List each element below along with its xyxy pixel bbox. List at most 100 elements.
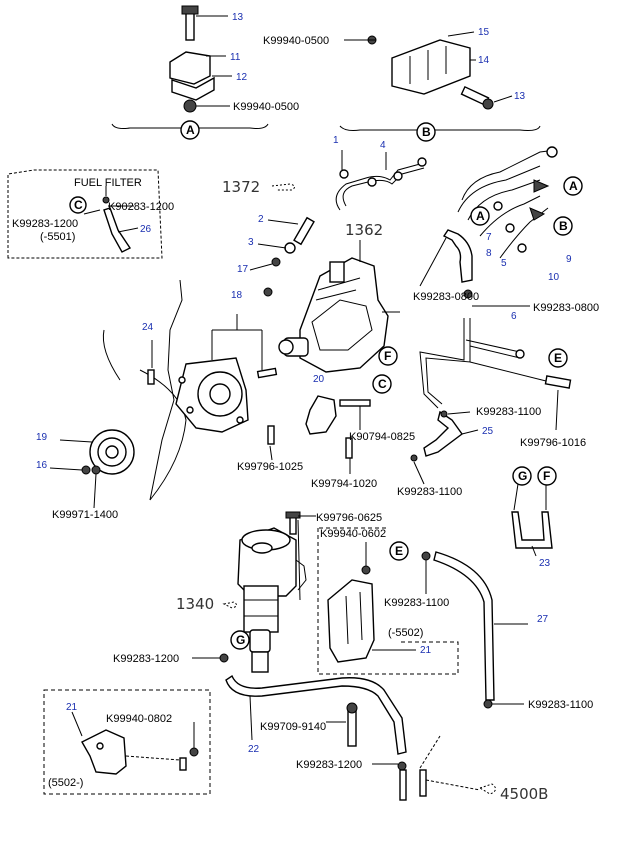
part-number-k99283-0800-b: K99283-0800 bbox=[533, 302, 599, 314]
part-number-k99940-0500: K99940-0500 bbox=[233, 101, 299, 113]
callout-1: 1 bbox=[333, 135, 339, 146]
callout-21b: 21 bbox=[66, 702, 78, 713]
part-number-k99794-1020: K99794-1020 bbox=[311, 478, 377, 490]
ref-1362: 1362 bbox=[345, 221, 383, 239]
callout-4: 4 bbox=[380, 140, 386, 151]
part-number-k99971-1400: K99971-1400 bbox=[52, 509, 118, 521]
pump-bracket-and-plate bbox=[49, 279, 278, 509]
callout-18: 18 bbox=[231, 290, 243, 301]
part-number-k99283-1200-a: K99283-1200 bbox=[113, 653, 179, 665]
callout-12: 12 bbox=[236, 72, 248, 83]
view-letter-c2: C bbox=[378, 377, 387, 391]
view-letter-g2: G bbox=[236, 633, 245, 647]
callout-21a: 21 bbox=[420, 645, 432, 656]
fuel-filter-detail-box bbox=[7, 169, 163, 259]
view-marker-g bbox=[512, 466, 532, 486]
view-marker-a bbox=[180, 120, 200, 140]
part-number-k99709-9140: K99709-9140 bbox=[260, 721, 326, 733]
ref-1340: 1340 bbox=[176, 595, 214, 613]
ref-4500b: 4500B bbox=[500, 785, 548, 803]
view-letter-b2: B bbox=[559, 219, 568, 233]
view-marker-e bbox=[548, 348, 568, 368]
part-number-k99283-1100-d: K99283-1100 bbox=[528, 699, 593, 711]
mount-assembly-a bbox=[111, 5, 269, 129]
pump-stay bbox=[305, 395, 371, 474]
view-letter-a3: A bbox=[476, 209, 485, 223]
callout-26: 26 bbox=[140, 224, 152, 235]
callout-10: 10 bbox=[548, 272, 560, 283]
view-letter-c: C bbox=[74, 198, 83, 212]
view-marker-a2 bbox=[563, 176, 583, 196]
part-number-k99283-0800-a: K99283-0800 bbox=[413, 291, 479, 303]
callout-2: 2 bbox=[258, 214, 264, 225]
range-post-5502: (5502-) bbox=[48, 777, 83, 789]
callout-8: 8 bbox=[486, 248, 492, 259]
view-marker-g2 bbox=[230, 630, 250, 650]
callout-13b: 13 bbox=[514, 91, 526, 102]
part-number-k99283-1200-b: K99283-1200 bbox=[296, 759, 362, 771]
return-pipes bbox=[410, 229, 572, 485]
nozzle-holder bbox=[249, 183, 315, 297]
view-letter-a: A bbox=[186, 123, 195, 137]
part-number-k99283-1100-b: K99283-1100 bbox=[397, 486, 462, 498]
callout-9: 9 bbox=[566, 254, 572, 265]
bracket-box-post-5502 bbox=[43, 689, 211, 795]
view-letter-b: B bbox=[422, 125, 431, 139]
part-number-k99940-0500-top: K99940-0500 bbox=[263, 35, 329, 47]
callout-5: 5 bbox=[501, 258, 507, 269]
view-marker-f2 bbox=[537, 466, 557, 486]
view-marker-e2 bbox=[389, 541, 409, 561]
fuel-filter-label: FUEL FILTER bbox=[74, 177, 142, 189]
callout-20: 20 bbox=[313, 374, 325, 385]
callout-11: 11 bbox=[230, 52, 241, 63]
part-number-k99796-1025: K99796-1025 bbox=[237, 461, 303, 473]
callout-19: 19 bbox=[36, 432, 48, 443]
callout-7: 7 bbox=[486, 232, 492, 243]
callout-25: 25 bbox=[482, 426, 494, 437]
callout-3: 3 bbox=[248, 237, 254, 248]
view-marker-c bbox=[69, 196, 87, 214]
ref-1372: 1372 bbox=[222, 178, 260, 196]
callout-14: 14 bbox=[478, 55, 490, 66]
view-marker-c2 bbox=[372, 374, 392, 394]
view-marker-b bbox=[416, 122, 436, 142]
callout-16: 16 bbox=[36, 460, 48, 471]
part-number-k90283-1200: K90283-1200 bbox=[108, 201, 174, 213]
callout-13: 13 bbox=[232, 12, 244, 23]
view-marker-f bbox=[378, 346, 398, 366]
tank-connection bbox=[372, 735, 496, 801]
injection-pump bbox=[278, 240, 400, 373]
view-letter-e2: E bbox=[395, 544, 403, 558]
range-5501: (-5501) bbox=[40, 231, 75, 243]
view-letter-e: E bbox=[554, 351, 562, 365]
bracket-box-pre-5502 bbox=[317, 527, 459, 675]
hose-23-detail bbox=[511, 483, 553, 557]
callout-22: 22 bbox=[248, 744, 260, 755]
fuel-filter-assembly bbox=[222, 511, 316, 673]
view-letter-g: G bbox=[518, 469, 527, 483]
part-number-k99940-0802: K99940-0802 bbox=[106, 713, 172, 725]
part-number-k99283-1200-ff: K99283-1200 bbox=[12, 218, 78, 230]
view-letter-a2: A bbox=[569, 179, 578, 193]
view-marker-a3 bbox=[470, 206, 490, 226]
view-letter-f: F bbox=[384, 349, 391, 363]
callout-23: 23 bbox=[539, 558, 551, 569]
callout-17: 17 bbox=[237, 264, 249, 275]
fuel-hoses bbox=[225, 551, 528, 755]
part-number-k99940-0602: K99940-0602 bbox=[320, 528, 386, 540]
part-number-k90794-0825: K90794-0825 bbox=[349, 431, 415, 443]
view-letter-f2: F bbox=[543, 469, 550, 483]
range-pre-5502: (-5502) bbox=[388, 627, 423, 639]
part-number-k99796-1016: K99796-1016 bbox=[520, 437, 586, 449]
part-number-k99283-1100-c: K99283-1100 bbox=[384, 597, 449, 609]
part-number-k99796-0625: K99796-0625 bbox=[316, 512, 382, 524]
callout-6: 6 bbox=[511, 311, 517, 322]
clamp-assembly-b bbox=[339, 31, 541, 131]
callout-15: 15 bbox=[478, 27, 490, 38]
view-marker-b2 bbox=[553, 216, 573, 236]
callout-24: 24 bbox=[142, 322, 154, 333]
injection-pipes bbox=[335, 146, 558, 259]
callout-27: 27 bbox=[537, 614, 549, 625]
part-number-k99283-1100-a: K99283-1100 bbox=[476, 406, 541, 418]
